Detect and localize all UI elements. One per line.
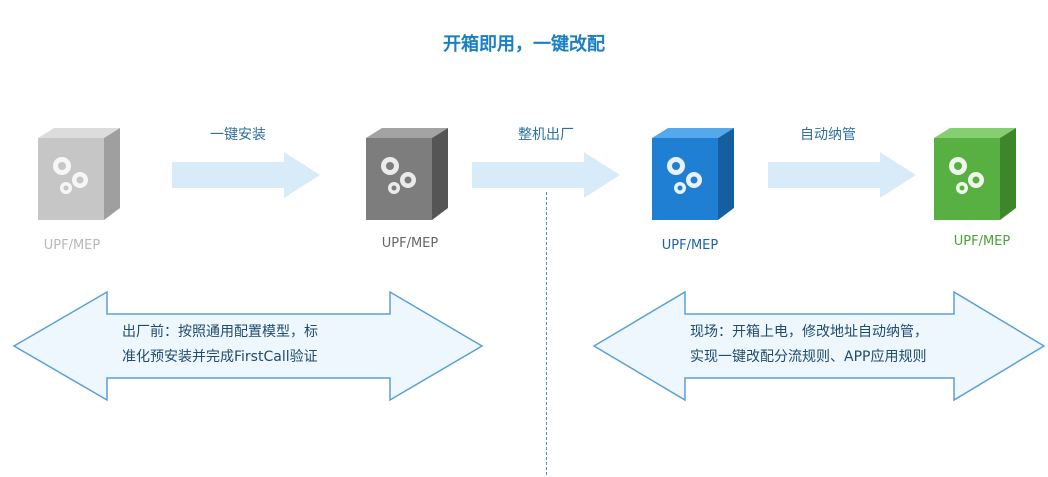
server-box-4 [934, 128, 1016, 220]
server-box-1 [38, 128, 120, 220]
left-double-arrow [12, 290, 484, 402]
right-double-arrow [592, 290, 1046, 402]
step-label-3: 自动纳管 [800, 127, 856, 143]
server-box-2 [366, 128, 448, 220]
left-panel-line-2: 准化预安装并完成FirstCall验证 [122, 349, 318, 365]
left-panel-text: 出厂前：按照通用配置模型，标 准化预安装并完成FirstCall验证 [122, 320, 318, 370]
left-panel-line-1: 出厂前：按照通用配置模型，标 [122, 324, 318, 340]
gears-icon [53, 157, 88, 194]
step-arrow-3 [768, 152, 916, 198]
step-label-2: 整机出厂 [518, 127, 574, 143]
box-1-label: UPF/MEP [43, 238, 101, 253]
stage-divider [546, 192, 547, 475]
box-2-label: UPF/MEP [381, 236, 439, 251]
diagram-title: 开箱即用，一键改配 [443, 34, 605, 55]
server-box-3 [652, 128, 734, 220]
box-3-label: UPF/MEP [661, 238, 719, 253]
gears-icon [949, 157, 984, 194]
box-4-label: UPF/MEP [953, 234, 1011, 249]
right-panel-line-2: 实现一键改配分流规则、APP应用规则 [690, 349, 927, 365]
right-panel-text: 现场：开箱上电，修改地址自动纳管， 实现一键改配分流规则、APP应用规则 [690, 320, 928, 370]
step-arrow-2 [472, 152, 620, 198]
step-label-1: 一键安装 [210, 127, 266, 143]
gears-icon [667, 157, 702, 194]
gears-icon [381, 157, 416, 194]
right-panel-line-1: 现场：开箱上电，修改地址自动纳管， [690, 324, 928, 340]
step-arrow-1 [172, 152, 320, 198]
